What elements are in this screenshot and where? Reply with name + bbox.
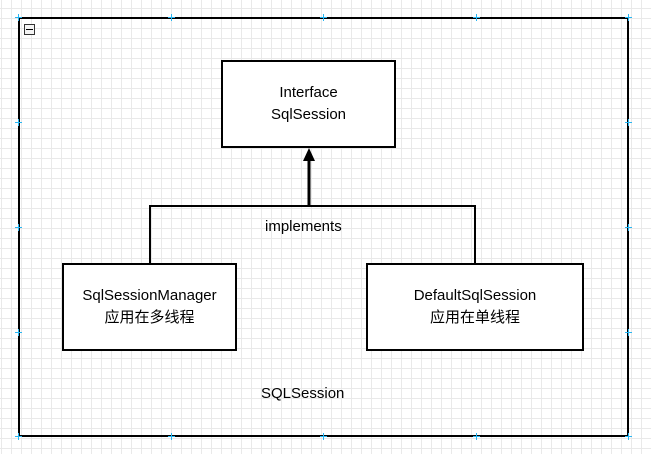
selection-handle-icon[interactable] (624, 118, 632, 126)
interface-sqlsession-box[interactable]: Interface SqlSession (221, 60, 396, 148)
selection-handle-icon[interactable] (624, 328, 632, 336)
selection-handle-icon[interactable] (472, 432, 480, 440)
implements-edge[interactable] (149, 205, 476, 263)
implements-label: implements (265, 218, 342, 235)
sqlsessionmanager-box[interactable]: SqlSessionManager 应用在多线程 (62, 263, 237, 351)
selection-handle-icon[interactable] (14, 223, 22, 231)
selection-handle-icon[interactable] (624, 13, 632, 21)
interface-box-line1: Interface (279, 84, 338, 101)
selection-handle-icon[interactable] (472, 13, 480, 21)
manager-box-line1: SqlSessionManager (82, 287, 217, 304)
selection-handle-icon[interactable] (14, 118, 22, 126)
selection-handle-icon[interactable] (624, 223, 632, 231)
selection-handle-icon[interactable] (14, 328, 22, 336)
selection-handle-icon[interactable] (624, 432, 632, 440)
collapse-icon[interactable] (24, 24, 35, 35)
defaultsqlsession-box[interactable]: DefaultSqlSession 应用在单线程 (366, 263, 584, 351)
selection-handle-icon[interactable] (167, 432, 175, 440)
manager-box-line2: 应用在多线程 (104, 309, 195, 326)
arrowhead-icon (303, 148, 315, 161)
selection-handle-icon[interactable] (319, 432, 327, 440)
selection-handle-icon[interactable] (14, 432, 22, 440)
interface-box-line2: SqlSession (270, 106, 347, 123)
default-box-line1: DefaultSqlSession (413, 287, 537, 304)
default-box-line2: 应用在单线程 (429, 309, 520, 326)
selection-handle-icon[interactable] (14, 13, 22, 21)
selection-handle-icon[interactable] (167, 13, 175, 21)
selection-handle-icon[interactable] (319, 13, 327, 21)
container-label: SQLSession (261, 385, 345, 402)
